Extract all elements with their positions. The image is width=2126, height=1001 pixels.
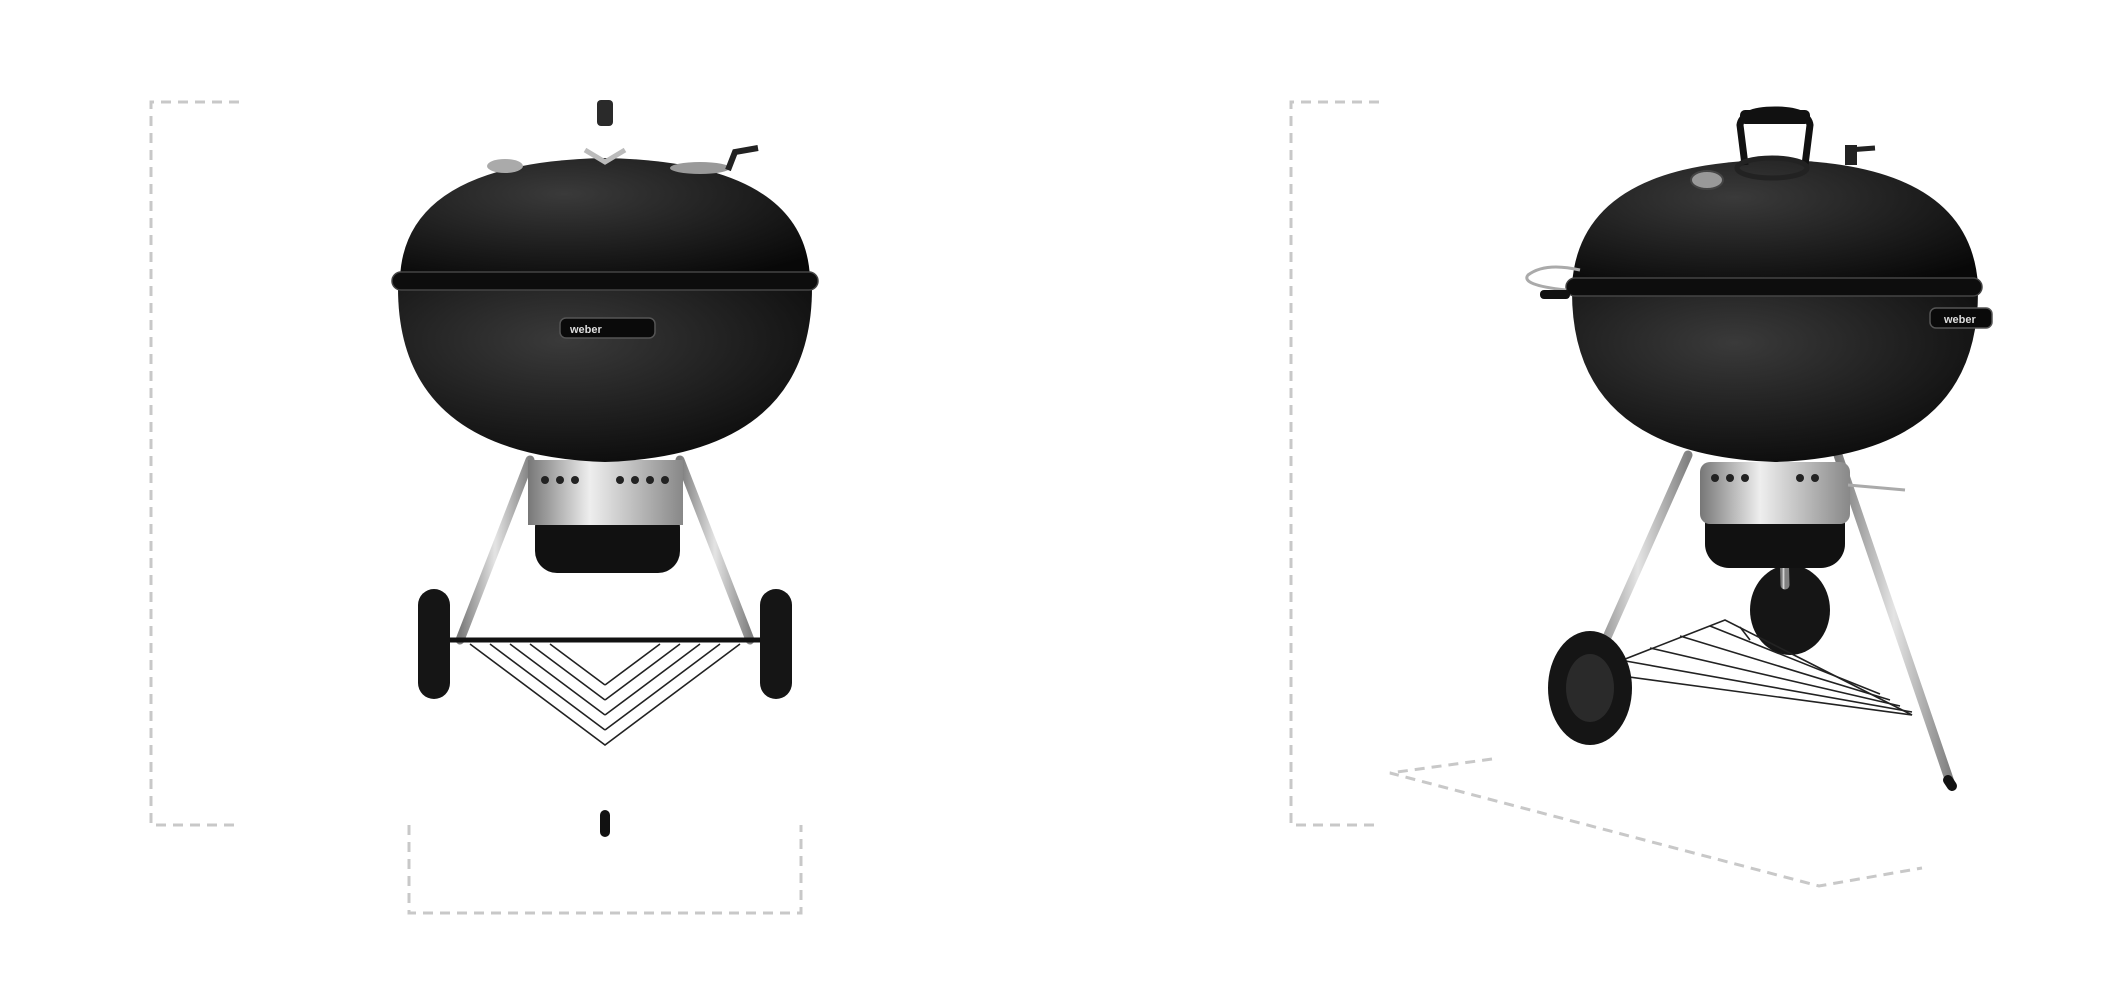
wheel-left <box>418 589 450 699</box>
wheel-back <box>1750 565 1830 655</box>
bowl-handle <box>559 317 656 339</box>
perspective-height-dimension <box>1289 100 1379 827</box>
ash-vent <box>1700 462 1850 524</box>
bowl-handle <box>1929 307 1993 329</box>
grill-perspective-view: weber <box>1525 106 1993 791</box>
perspective-depth-dimension <box>1389 757 1923 888</box>
wheel-right <box>760 589 792 699</box>
front-width-dimension <box>407 825 803 915</box>
lid-rim <box>391 271 819 291</box>
logo: weber <box>569 324 603 336</box>
grill-front-view: weber <box>391 100 819 837</box>
front-height-dimension <box>149 100 239 827</box>
lid-rim <box>1565 277 1983 297</box>
wire-rack <box>1588 619 1913 716</box>
logo: weber <box>1943 314 1977 326</box>
